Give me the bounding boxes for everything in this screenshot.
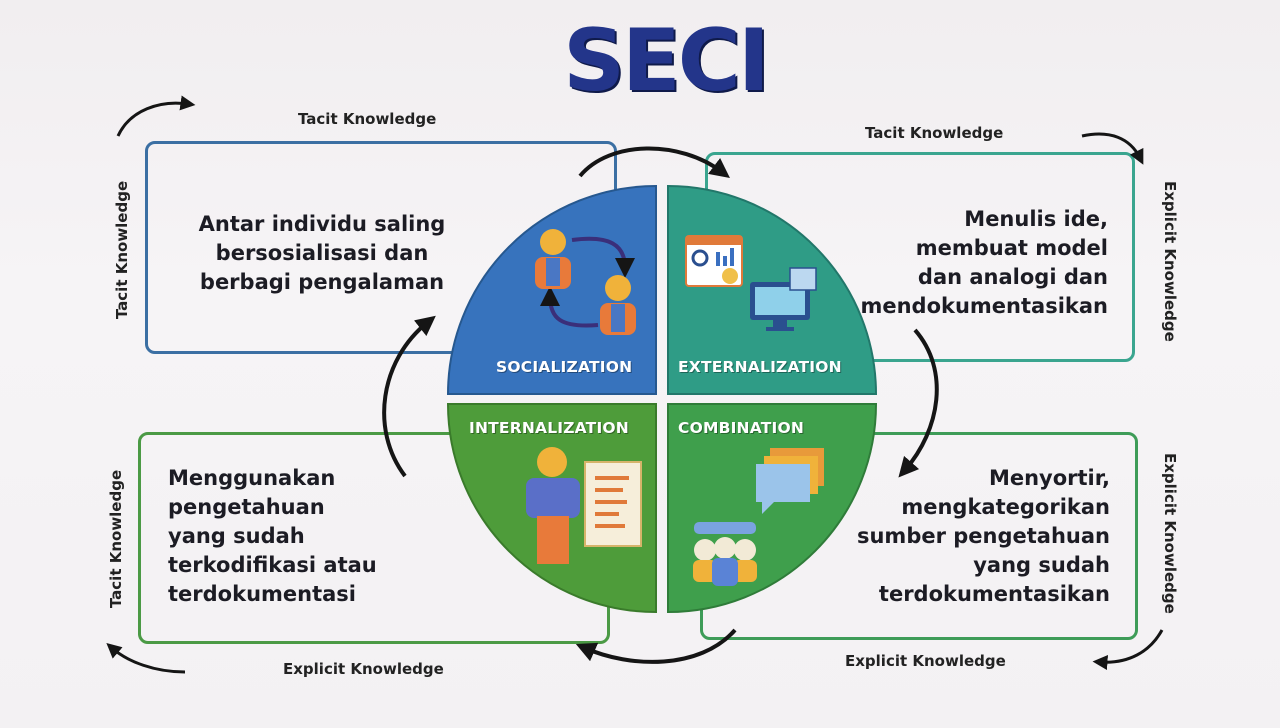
cycle-arrow-bottom: [575, 628, 737, 664]
knowledge-label-top-right: Tacit Knowledge: [865, 124, 1004, 142]
knowledge-label-right-upper: Explicit Knowledge: [1161, 181, 1179, 342]
corner-arrow-bl: [106, 643, 186, 674]
knowledge-label-left-upper: Tacit Knowledge: [113, 180, 131, 320]
cycle-arrow-right: [898, 328, 939, 478]
text-line: bersosialisasi dan: [215, 241, 429, 265]
text-line: berbagi pengalaman: [199, 270, 445, 294]
text-line: sumber pengetahuan: [856, 524, 1110, 548]
text-line: yang sudah: [168, 524, 305, 548]
knowledge-label-top-left: Tacit Knowledge: [298, 110, 437, 128]
text-line: pengetahuan: [168, 495, 325, 519]
page-title: SECI: [563, 11, 770, 111]
text-line: Menulis ide,: [964, 207, 1108, 231]
combination-label: COMBINATION: [678, 419, 805, 437]
socialization-label: SOCIALIZATION: [496, 358, 633, 376]
text-line: membuat model: [915, 236, 1108, 260]
text-line: mendokumentasikan: [860, 294, 1108, 318]
text-line: Menggunakan: [168, 466, 336, 490]
socialization-description: Antar individu saling bersosialisasi dan…: [172, 210, 472, 297]
externalization-label: EXTERNALIZATION: [678, 358, 842, 376]
text-line: Menyortir,: [988, 466, 1110, 490]
text-line: terkodifikasi atau: [168, 553, 377, 577]
discussion-group-icon: [693, 448, 824, 586]
people-exchange-icon: [535, 229, 636, 335]
documents-monitor-icon: [685, 235, 817, 331]
text-line: yang sudah: [973, 553, 1110, 577]
internalization-label: INTERNALIZATION: [469, 419, 629, 437]
combination-description: Menyortir, mengkategorikan sumber penget…: [848, 464, 1110, 609]
corner-arrow-tr: [1081, 132, 1144, 165]
text-line: dan analogi dan: [917, 265, 1108, 289]
corner-arrow-tl: [116, 95, 196, 137]
text-line: Antar individu saling: [198, 212, 446, 236]
knowledge-label-left-lower: Tacit Knowledge: [107, 469, 125, 609]
internalization-description: Menggunakan pengetahuan yang sudah terko…: [168, 464, 448, 609]
knowledge-label-right-lower: Explicit Knowledge: [1161, 453, 1179, 614]
person-document-icon: [526, 447, 642, 564]
knowledge-label-bottom-left: Explicit Knowledge: [283, 660, 444, 678]
text-line: mengkategorikan: [901, 495, 1110, 519]
cycle-arrow-left: [382, 315, 436, 478]
corner-arrow-br: [1092, 629, 1164, 671]
text-line: terdokumentasikan: [878, 582, 1110, 606]
externalization-description: Menulis ide, membuat model dan analogi d…: [850, 205, 1108, 321]
knowledge-label-bottom-right: Explicit Knowledge: [845, 652, 1006, 670]
text-line: terdokumentasi: [168, 582, 356, 606]
cycle-arrow-top: [578, 146, 730, 179]
